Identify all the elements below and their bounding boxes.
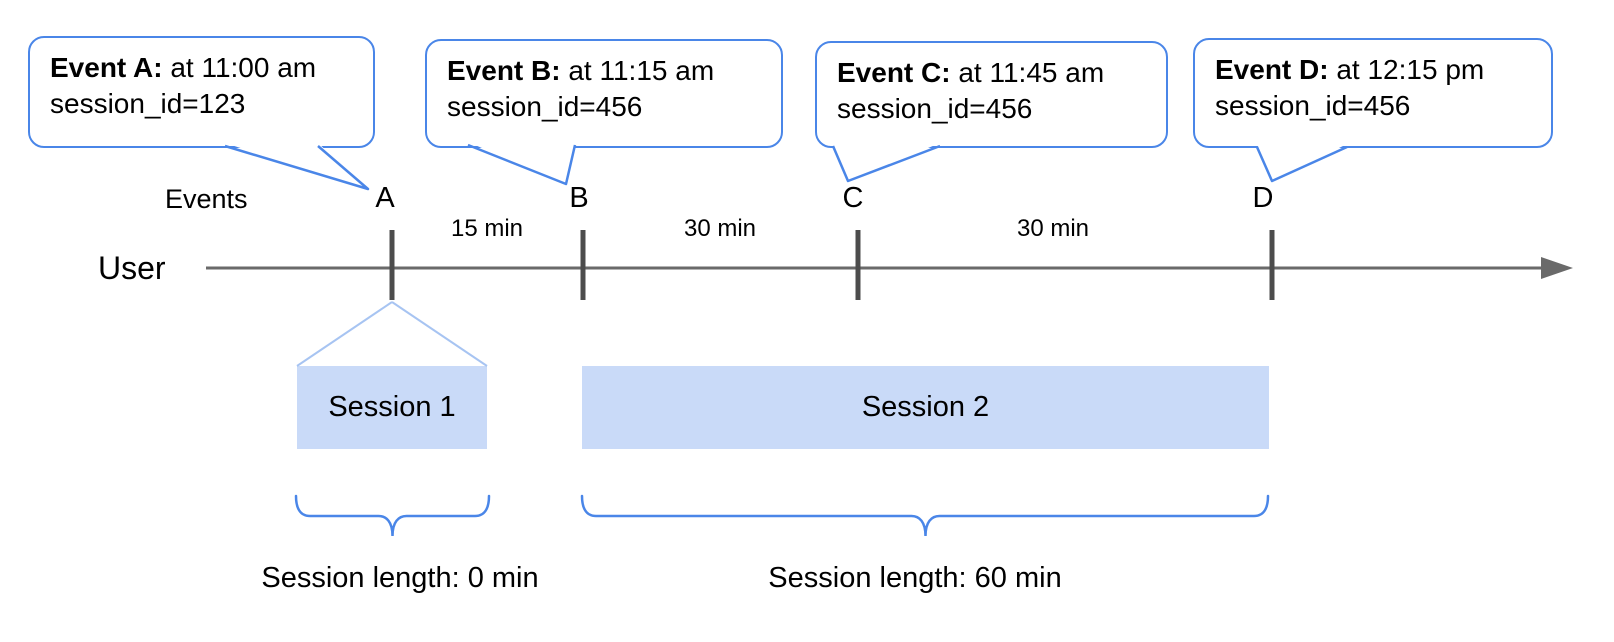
- event-d-callout: Event D: at 12:15 pm session_id=456: [1193, 38, 1553, 148]
- session-1-brace: [294, 494, 491, 537]
- events-axis-label: Events: [165, 184, 248, 214]
- event-marker-c: C: [842, 182, 864, 214]
- event-marker-a: A: [375, 182, 395, 214]
- event-a-tick: [389, 230, 395, 300]
- event-b-time: at 11:15 am: [560, 55, 715, 86]
- interval-b-c-label: 30 min: [683, 215, 757, 242]
- session-2-length-label: Session length: 60 min: [768, 562, 1062, 594]
- event-b-title: Event B:: [447, 55, 561, 86]
- event-d-time: at 12:15 pm: [1328, 54, 1485, 85]
- event-b-callout-tail: [467, 142, 577, 186]
- event-c-title: Event C:: [837, 57, 951, 88]
- user-axis-label: User: [98, 250, 166, 286]
- event-a-callout-tail: [224, 143, 370, 191]
- event-c-time: at 11:45 am: [950, 57, 1105, 88]
- event-a-callout: Event A: at 11:00 am session_id=123: [28, 36, 375, 148]
- event-marker-d: D: [1252, 182, 1274, 214]
- event-b-callout-line1: Event B: at 11:15 am: [447, 53, 761, 89]
- event-a-session-id: session_id=123: [50, 88, 246, 119]
- session-1-label: Session 1: [328, 391, 456, 423]
- event-c-tick: [855, 230, 861, 300]
- event-d-title: Event D:: [1215, 54, 1329, 85]
- interval-c-d-label: 30 min: [1016, 215, 1090, 242]
- event-b-session-id: session_id=456: [447, 91, 643, 122]
- event-c-session-id: session_id=456: [837, 93, 1033, 124]
- session-2-label: Session 2: [861, 391, 990, 423]
- session-1-length-label: Session length: 0 min: [261, 562, 539, 594]
- event-a-time: at 11:00 am: [162, 52, 317, 83]
- session-2-bar: Session 2: [582, 366, 1269, 449]
- interval-a-b-label: 15 min: [450, 215, 524, 242]
- event-d-callout-tail: [1255, 144, 1348, 183]
- user-timeline-arrow: [206, 257, 1573, 279]
- session-1-bar: Session 1: [297, 366, 487, 449]
- arrowhead-icon: [1541, 257, 1573, 279]
- event-a-callout-line1: Event A: at 11:00 am: [50, 50, 353, 86]
- event-b-callout: Event B: at 11:15 am session_id=456: [425, 39, 783, 148]
- event-c-callout: Event C: at 11:45 am session_id=456: [815, 41, 1168, 148]
- event-c-callout-tail: [831, 143, 941, 183]
- event-a-title: Event A:: [50, 52, 163, 83]
- event-d-callout-line1: Event D: at 12:15 pm: [1215, 52, 1531, 88]
- session-2-brace: [580, 494, 1270, 537]
- event-b-tick: [580, 230, 586, 300]
- event-d-tick: [1269, 230, 1275, 300]
- event-marker-b: B: [569, 182, 589, 214]
- session-1-funnel-lines: [296, 301, 488, 367]
- event-d-session-id: session_id=456: [1215, 90, 1411, 121]
- event-c-callout-line1: Event C: at 11:45 am: [837, 55, 1146, 91]
